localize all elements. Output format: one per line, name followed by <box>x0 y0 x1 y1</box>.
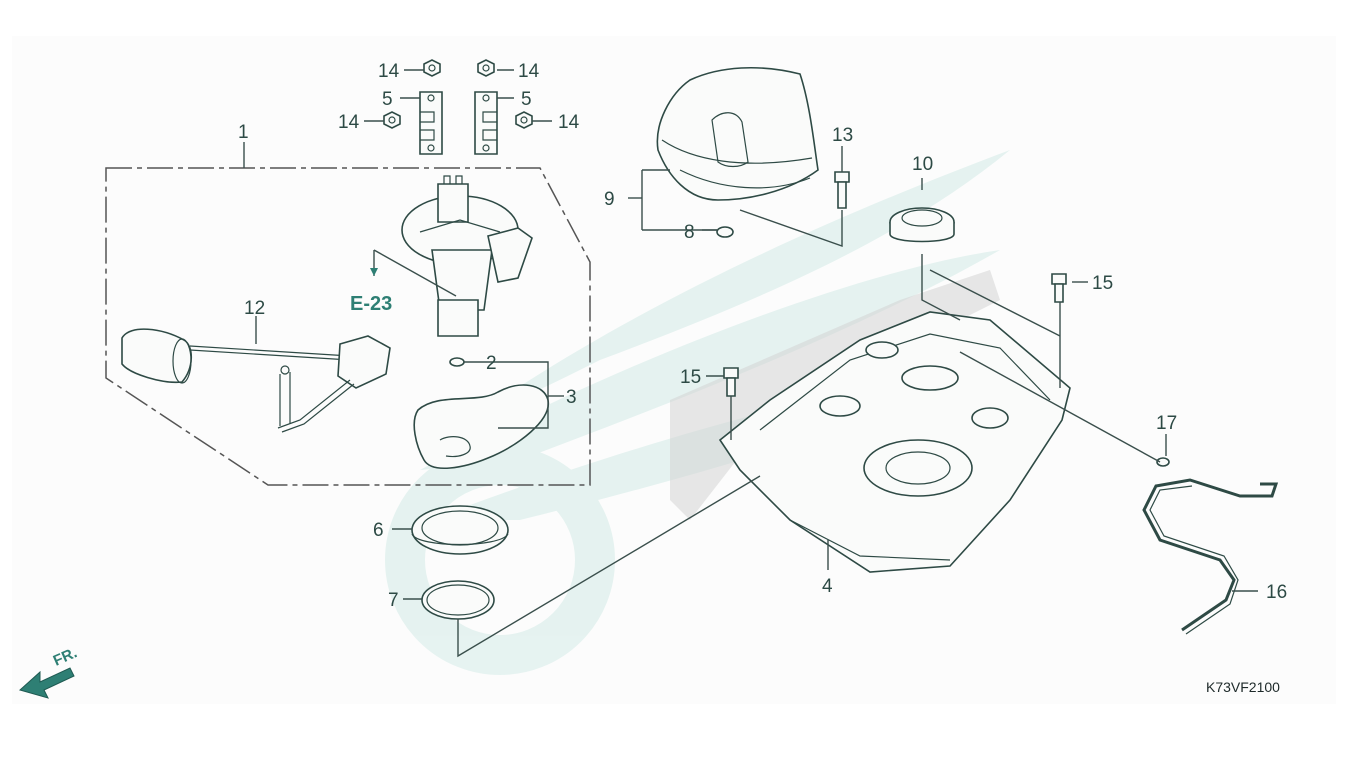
part-label-10: 10 <box>912 154 933 175</box>
part-label-4: 4 <box>822 576 833 597</box>
clip-17 <box>1156 457 1170 467</box>
part-label-1: 1 <box>238 122 249 143</box>
reference-label-e23: E-23 <box>350 293 392 315</box>
part-label-3: 3 <box>566 387 577 408</box>
nut-14-mid-left <box>383 111 401 129</box>
part-label-14-mid-left: 14 <box>338 112 360 133</box>
bolt-15-left <box>723 367 739 397</box>
packing-6 <box>411 505 509 555</box>
nut-14-top-right <box>477 59 495 77</box>
part-label-9: 9 <box>604 189 615 210</box>
part-label-7: 7 <box>388 590 399 611</box>
bracket-5-left <box>419 91 443 155</box>
drain-tube-16 <box>1142 478 1279 635</box>
o-ring-2 <box>449 357 465 367</box>
fuel-pump-unit <box>401 175 533 337</box>
o-ring-7 <box>421 580 495 620</box>
part-label-2: 2 <box>486 353 497 374</box>
nut-14-top-left <box>423 59 441 77</box>
part-label-15-right: 15 <box>1092 273 1113 294</box>
front-direction-arrow-icon <box>18 667 75 699</box>
part-label-8: 8 <box>684 222 695 243</box>
bolt-13 <box>834 171 850 209</box>
part-label-16: 16 <box>1266 582 1287 603</box>
part-label-17: 17 <box>1156 413 1177 434</box>
fuel-tank-4 <box>718 311 1071 573</box>
part-label-13: 13 <box>832 125 853 146</box>
part-label-14-top-left: 14 <box>378 61 400 82</box>
fuel-level-sensor <box>121 328 391 433</box>
tank-cover-9 <box>656 67 819 201</box>
part-label-15-left: 15 <box>680 367 701 388</box>
fuel-filler-cap-10 <box>889 207 955 243</box>
nut-14-mid-right <box>515 111 533 129</box>
nut-8 <box>716 226 734 238</box>
bracket-5-right <box>474 91 498 155</box>
part-label-14-top-right: 14 <box>518 61 540 82</box>
reference-arrow <box>370 268 378 276</box>
part-label-5-right: 5 <box>521 89 532 110</box>
part-label-5-left: 5 <box>382 89 393 110</box>
drawing-code: K73VF2100 <box>1206 679 1280 695</box>
part-label-12: 12 <box>244 298 265 319</box>
leader-lines <box>243 69 1258 658</box>
fuel-pump-assembly-group-box <box>105 167 591 486</box>
part-label-14-mid-right: 14 <box>558 112 580 133</box>
fuel-filter-3 <box>413 384 549 470</box>
bolt-15-right <box>1051 273 1067 303</box>
part-label-6: 6 <box>373 520 384 541</box>
